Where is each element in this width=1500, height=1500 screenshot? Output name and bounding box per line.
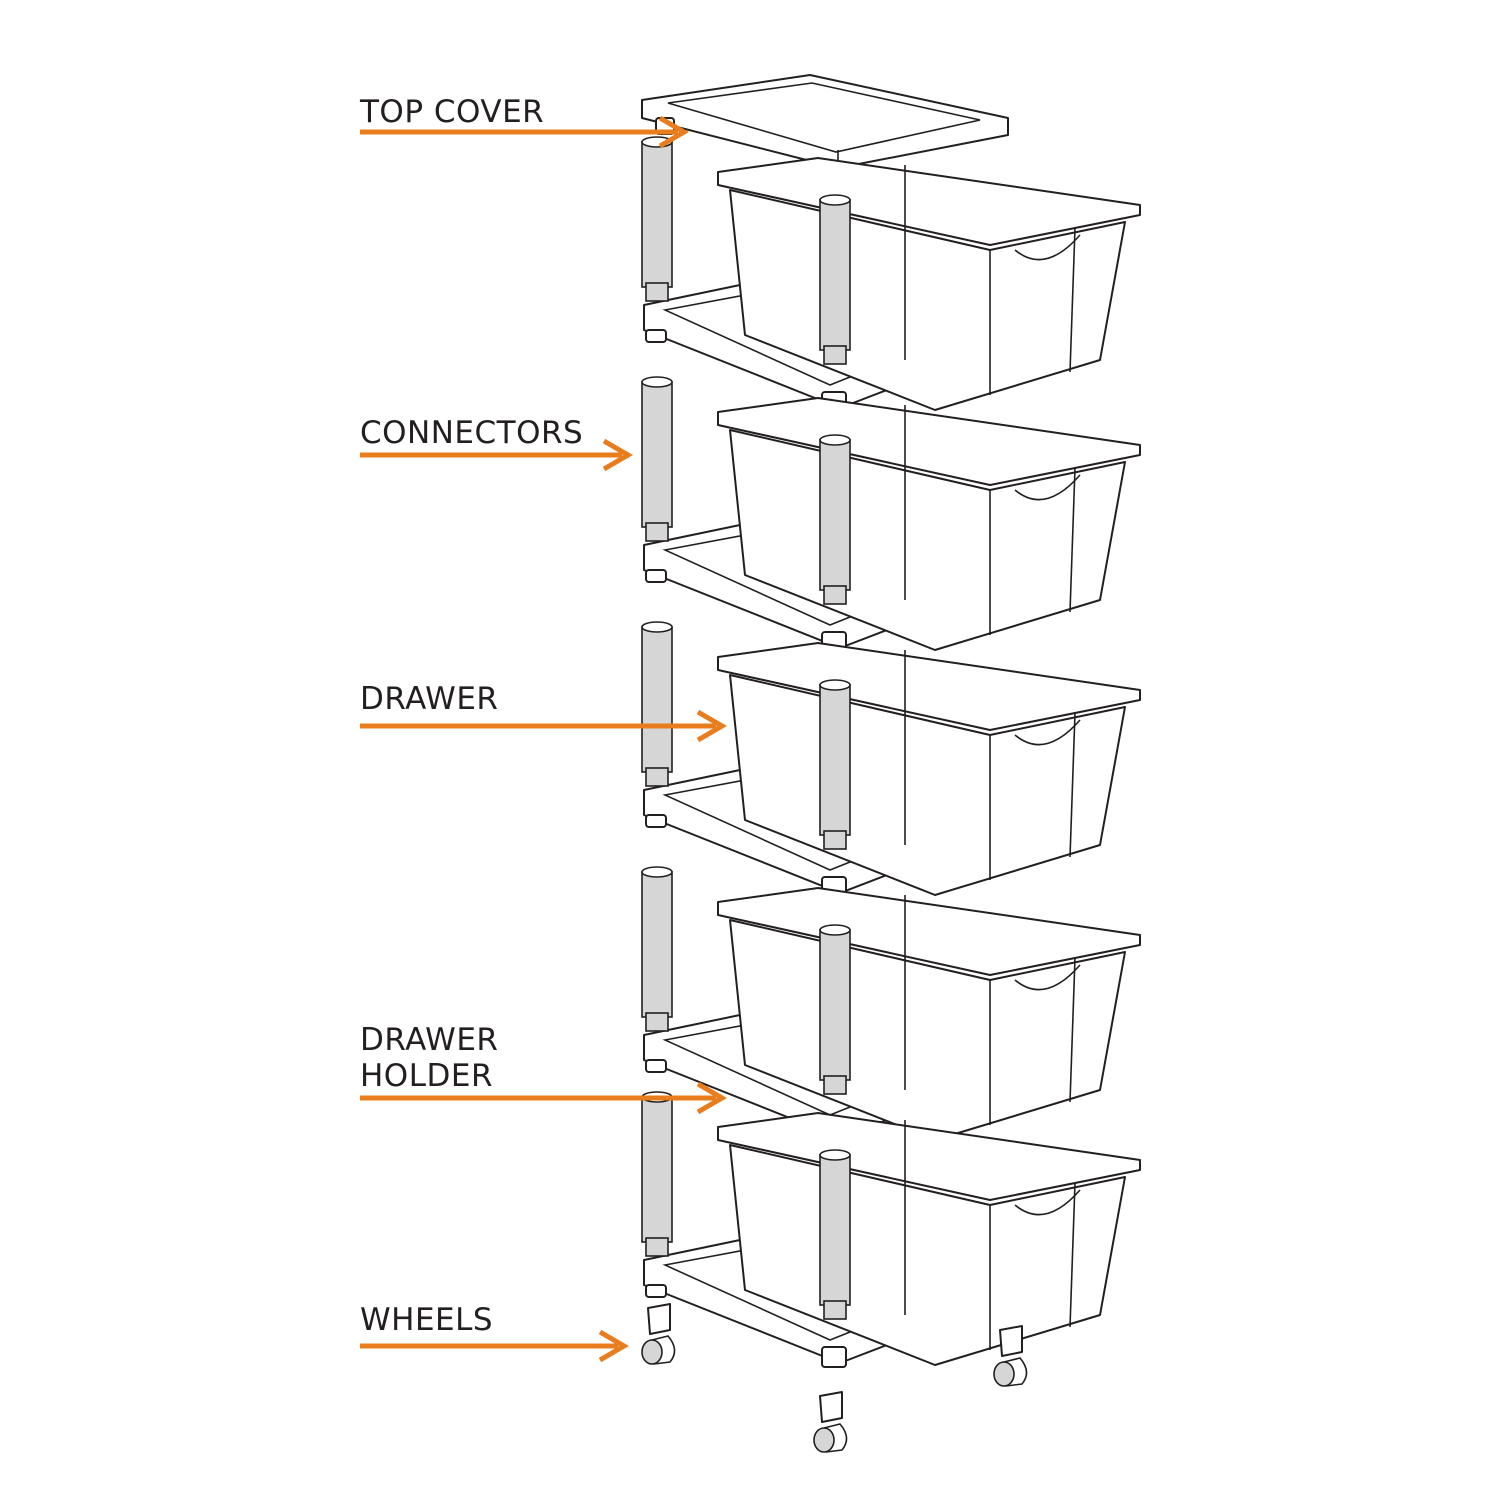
tier-5: [641, 1091, 1141, 1368]
label-drawer-holder: DRAWER HOLDER: [360, 1022, 499, 1094]
label-drawer: DRAWER: [360, 681, 499, 717]
label-top-cover: TOP COVER: [360, 94, 545, 130]
arrow-connectors: [360, 438, 633, 472]
tier-1: [641, 136, 1141, 413]
wheel: [641, 1303, 676, 1365]
tier-3: [641, 621, 1141, 898]
connector: [641, 621, 673, 787]
connector: [819, 434, 851, 605]
arrow-drawer-holder: [360, 1081, 727, 1115]
arrow-drawer: [360, 709, 727, 743]
tier-2: [641, 376, 1141, 653]
connector: [641, 866, 673, 1032]
connector: [819, 924, 851, 1095]
label-wheels: WHEELS: [360, 1302, 494, 1338]
arrow-top-cover: [360, 115, 689, 149]
wheel: [813, 1391, 848, 1453]
connector: [819, 194, 851, 365]
connector: [641, 376, 673, 542]
label-connectors: CONNECTORS: [360, 415, 584, 451]
connector: [819, 679, 851, 850]
connector: [641, 1091, 673, 1257]
wheel: [993, 1325, 1028, 1387]
arrow-wheels: [360, 1329, 629, 1363]
connector: [641, 136, 673, 302]
connector: [819, 1149, 851, 1320]
